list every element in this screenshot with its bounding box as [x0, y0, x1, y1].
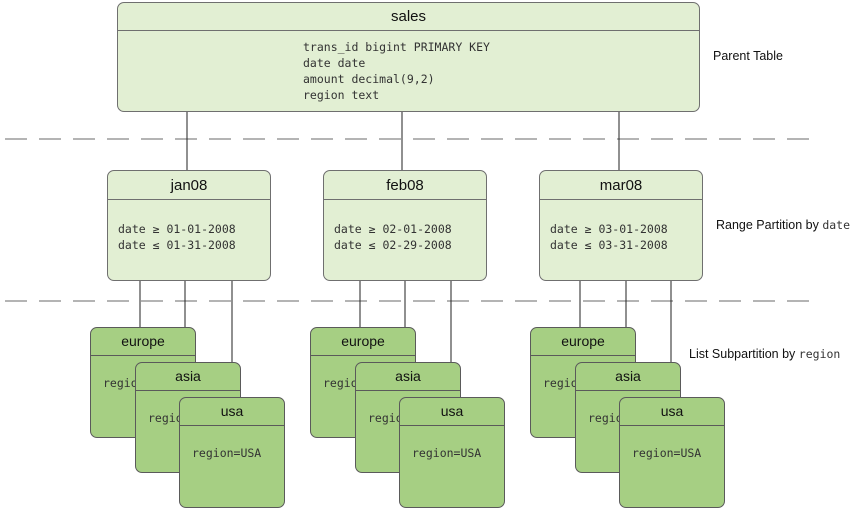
column-def: amount decimal(9,2): [303, 72, 435, 86]
subpartition-name: europe: [91, 328, 195, 356]
list-subpartition-text: List Subpartition by: [689, 347, 796, 361]
range-lower-bound: date ≥ 02-01-2008: [334, 222, 452, 236]
range-partition-text: Range Partition by: [716, 218, 819, 232]
partition-name: mar08: [540, 171, 702, 200]
subpartition-box: usa region=USA: [399, 397, 505, 508]
subpartition-box: usa region=USA: [619, 397, 725, 508]
subpartition-name: usa: [400, 398, 504, 426]
range-partition-box: feb08 date ≥ 02-01-2008 date ≤ 02-29-2008: [323, 170, 487, 281]
subpartition-name: asia: [136, 363, 240, 391]
range-upper-bound: date ≤ 01-31-2008: [118, 238, 236, 252]
subpartition-name: europe: [311, 328, 415, 356]
range-lower-bound: date ≥ 03-01-2008: [550, 222, 668, 236]
parent-table-name: sales: [118, 3, 699, 31]
range-lower-bound: date ≥ 01-01-2008: [118, 222, 236, 236]
range-partition-label: Range Partition by date: [716, 218, 850, 232]
partition-name: feb08: [324, 171, 486, 200]
subpartition-name: asia: [576, 363, 680, 391]
subpartition-condition: region=USA: [632, 446, 702, 460]
column-def: region text: [303, 88, 380, 102]
parent-table-columns: trans_id bigint PRIMARY KEY date date amou…: [118, 31, 699, 103]
subpartition-name: usa: [620, 398, 724, 426]
parent-table-label: Parent Table: [713, 49, 783, 63]
list-subpartition-key: region: [798, 347, 841, 361]
subpartition-name: europe: [531, 328, 635, 356]
subpartition-name: asia: [356, 363, 460, 391]
range-partition-box: jan08 date ≥ 01-01-2008 date ≤ 01-31-2008: [107, 170, 271, 281]
range-partition-key: date: [822, 218, 851, 232]
partition-name: jan08: [108, 171, 270, 200]
partition-conditions: date ≥ 01-01-2008 date ≤ 01-31-2008: [108, 200, 270, 253]
subpartition-name: usa: [180, 398, 284, 426]
range-upper-bound: date ≤ 02-29-2008: [334, 238, 452, 252]
partition-conditions: date ≥ 03-01-2008 date ≤ 03-31-2008: [540, 200, 702, 253]
parent-table-box: sales trans_id bigint PRIMARY KEY date da…: [117, 2, 700, 112]
column-def: trans_id bigint PRIMARY KEY: [303, 40, 490, 54]
subpartition-box: usa region=USA: [179, 397, 285, 508]
subpartition-condition: region=USA: [192, 446, 262, 460]
range-partition-box: mar08 date ≥ 03-01-2008 date ≤ 03-31-2008: [539, 170, 703, 281]
range-upper-bound: date ≤ 03-31-2008: [550, 238, 668, 252]
column-def: date date: [303, 56, 366, 70]
subpartition-condition: region=USA: [412, 446, 482, 460]
list-subpartition-label: List Subpartition by region: [689, 347, 840, 361]
partition-conditions: date ≥ 02-01-2008 date ≤ 02-29-2008: [324, 200, 486, 253]
